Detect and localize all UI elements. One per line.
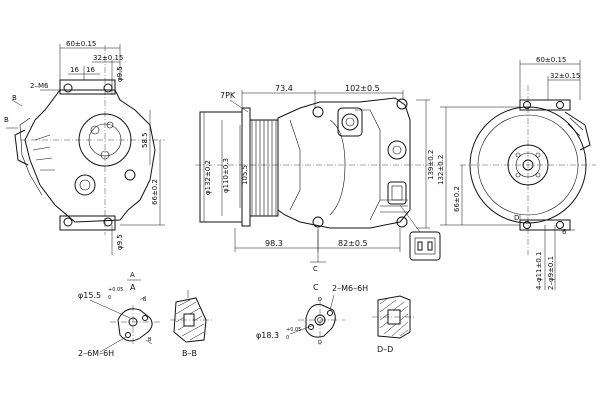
detail-a-dim-155-base: φ15.5 [78,291,101,300]
section-bb-title: B–B [182,349,197,358]
detail-a-dim-2m6: 2–6M–6H [78,349,114,358]
detail-a-dim-155-tol2: 0 [108,295,111,301]
left-dim-95-top: φ9.5 [116,66,124,82]
left-dim-60: 60±0.15 [66,40,96,48]
front-label-c: C [313,265,318,273]
detail-c-dim-183-tol2: 0 [286,335,289,341]
detail-a: A φ15.5 +0.05 0 2–6M–6H B B [78,283,160,358]
detail-c-dim-2m6: 2–M6–6H [332,284,368,293]
front-label-a: A [130,271,135,279]
left-dim-66: 66±0.2 [151,179,159,205]
front-dim-983: 98.3 [265,239,283,248]
detail-a-label-b1: B [143,297,147,303]
detail-c-title: C [313,283,319,292]
detail-c-dim-183-base: φ18.3 [256,331,279,340]
left-label-b1: B [12,94,17,102]
front-view: 73.4 102±0.5 7PK φ132±0.2 φ110±0.3 105.5… [127,84,441,281]
front-dim-102: 102±0.5 [345,84,380,93]
right-dim-411: 4–φ11±0.1 [535,252,543,290]
front-dim-734: 73.4 [275,84,293,93]
detail-a-label-b2: B [148,337,152,343]
right-dim-6: 6 [562,228,567,236]
left-dim-95-bot: φ9.5 [116,234,124,250]
front-dim-110: φ110±0.3 [222,158,230,193]
detail-a-title: A [130,283,136,292]
front-label-7pk: 7PK [220,91,236,100]
detail-c-label-d2: D [318,340,322,346]
left-dim-16a: 16 [70,66,79,74]
right-dim-132: 132±0.2 [437,155,445,185]
left-dim-585: 58.5 [141,132,149,148]
detail-c: C 2–M6–6H φ18.3 +0.05 0 D D [256,283,368,346]
section-dd-title: D–D [377,345,393,354]
front-dim-82: 82±0.5 [338,239,368,248]
left-view: 60±0.15 32±0.15 16 16 2–M6 φ9.5 58.5 66±… [4,40,165,255]
section-dd: D–D [372,295,416,354]
front-dim-132: φ132±0.2 [204,160,212,195]
right-dim-60: 60±0.15 [536,56,566,64]
left-dim-2m6: 2–M6 [30,82,49,90]
detail-c-dim-183-tol: +0.05 [286,327,301,333]
front-dim-1055: 105.5 [241,165,249,185]
front-dim-139: 139±0.2 [427,150,435,180]
right-label-d: D [514,214,519,222]
detail-a-dim-155-tol: +0.05 [108,287,123,293]
right-dim-66: 66±0.2 [453,186,461,212]
detail-c-label-d1: D [318,297,322,303]
left-dim-16b: 16 [86,66,95,74]
left-label-b2: B [4,116,9,124]
section-bb: B–B [170,290,212,358]
right-dim-2949: 2–φ9±0.1 [547,256,555,290]
right-dim-32: 32±0.15 [550,72,580,80]
left-dim-32: 32±0.15 [93,54,123,62]
right-view: 60±0.15 32±0.15 132±0.2 66±0.2 6 4–φ11±0… [437,56,596,290]
